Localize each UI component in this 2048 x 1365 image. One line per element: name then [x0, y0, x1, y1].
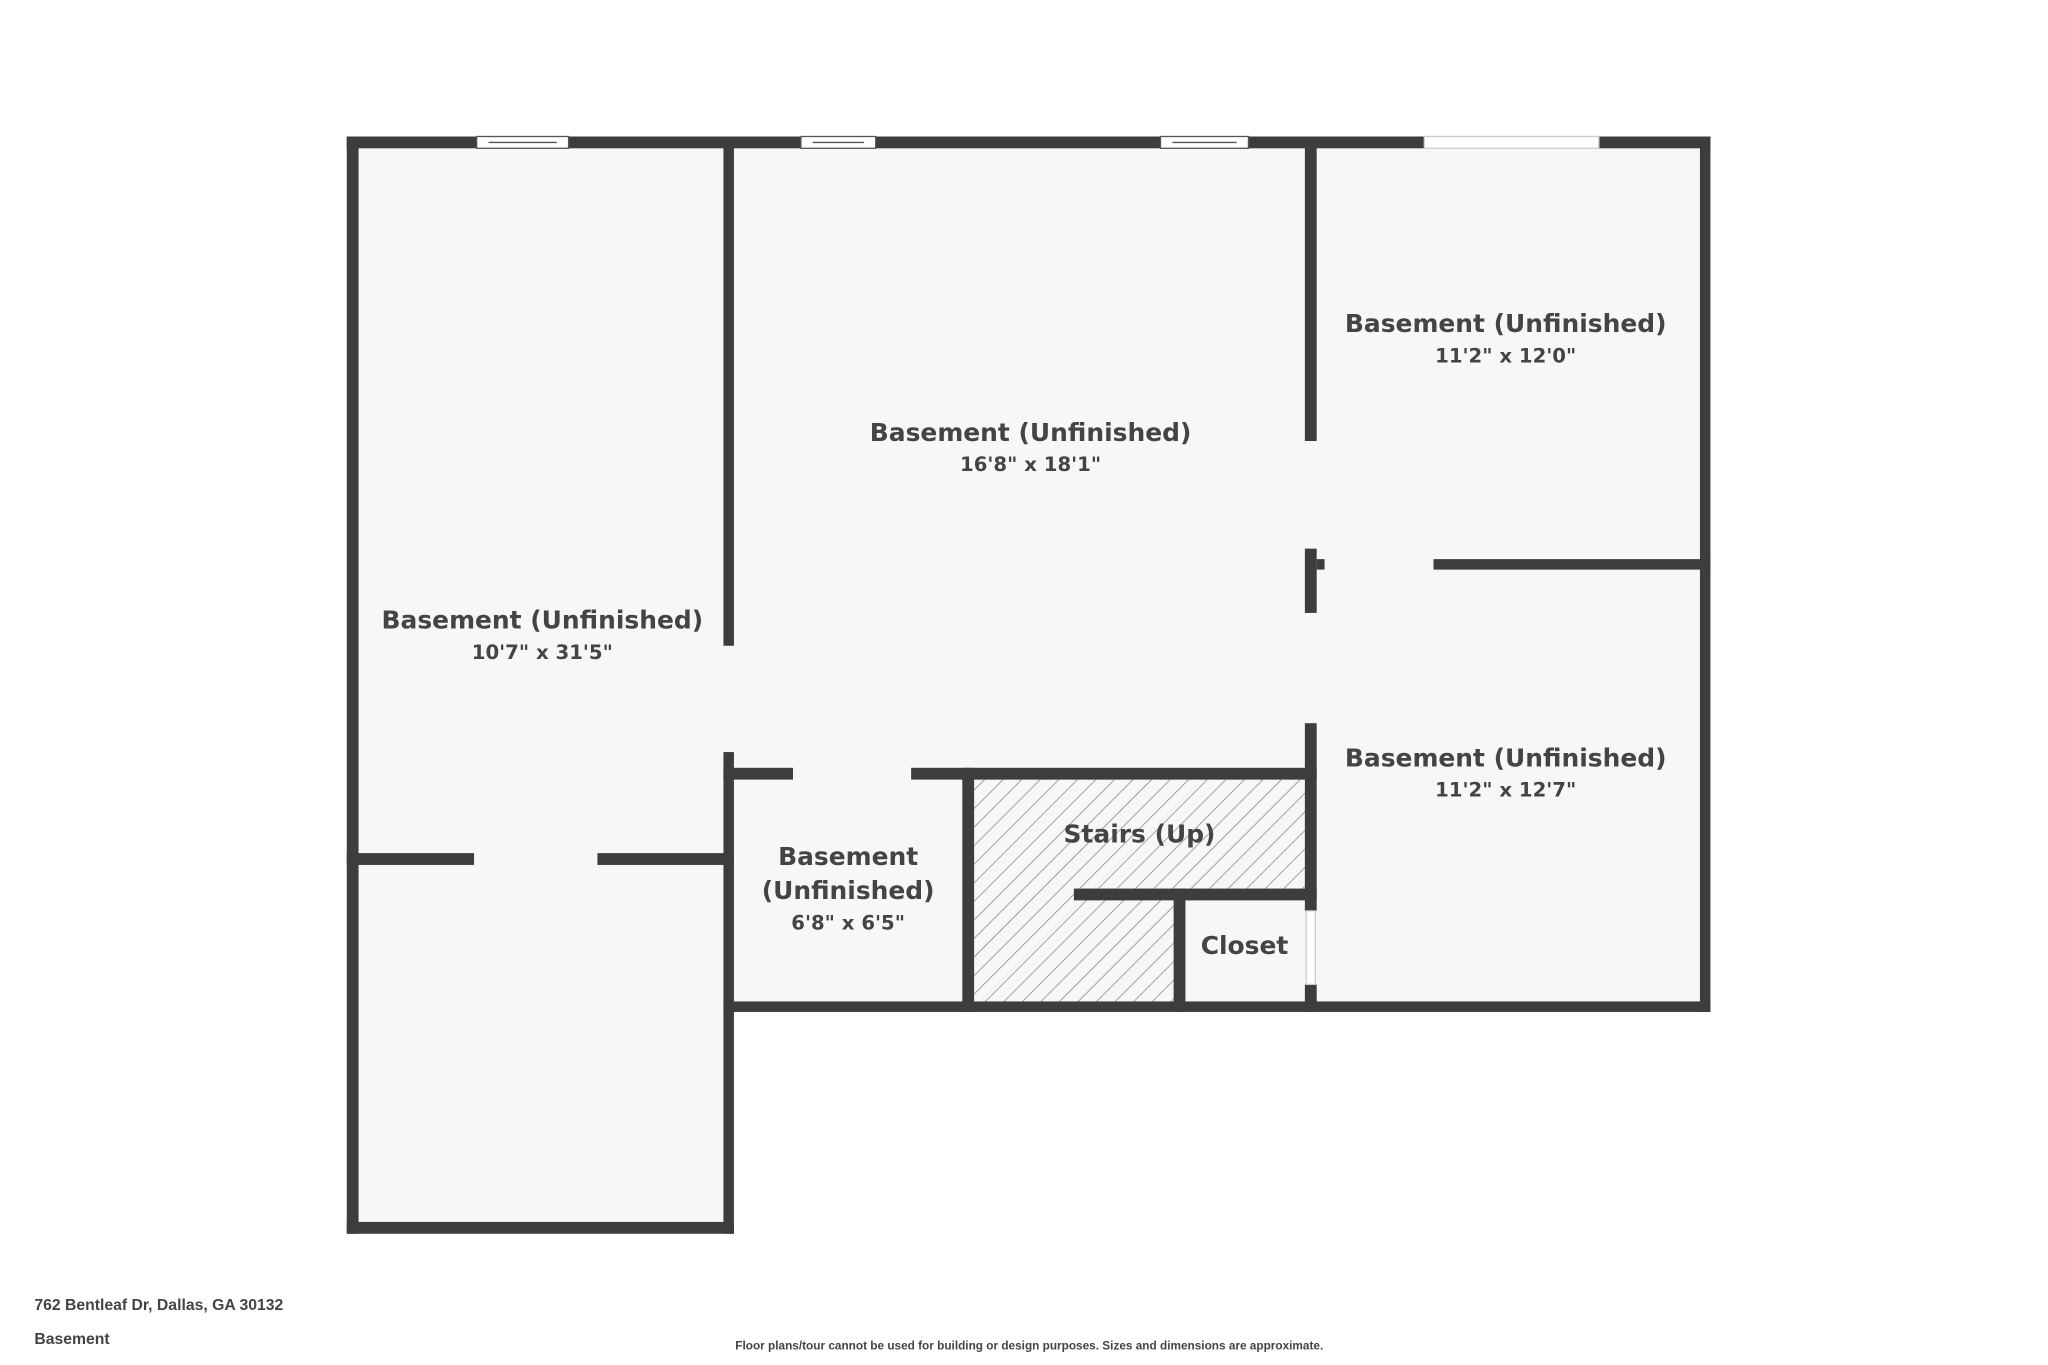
- room-name: Basement (Unfinished): [1345, 744, 1667, 773]
- room-name: Basement (Unfinished): [870, 418, 1192, 447]
- room-name: Basement (Unfinished): [382, 606, 704, 635]
- window: [1159, 135, 1250, 149]
- stairs-hatch: [974, 779, 1317, 889]
- address: 762 Bentleaf Dr, Dallas, GA 30132: [34, 1297, 283, 1314]
- stairs-label: Stairs (Up): [1064, 820, 1216, 849]
- disclaimer: Floor plans/tour cannot be used for buil…: [735, 1338, 1323, 1352]
- room-dims: 10'7" x 31'5": [472, 641, 613, 664]
- window: [800, 135, 877, 149]
- room-name: Basement (Unfinished): [1345, 309, 1667, 338]
- windows: [476, 135, 1600, 149]
- room-small: Basement (Unfinished) 6'8" x 6'5": [762, 842, 935, 934]
- opening: [1423, 135, 1600, 149]
- room-dims: 6'8" x 6'5": [791, 911, 905, 934]
- room-top-right: Basement (Unfinished) 11'2" x 12'0": [1345, 309, 1667, 367]
- window: [476, 135, 570, 149]
- floor-area: [352, 141, 1706, 1229]
- room-bottom-right: Basement (Unfinished) 11'2" x 12'7": [1345, 744, 1667, 802]
- room-dims: 11'2" x 12'0": [1435, 344, 1576, 367]
- room-left: Basement (Unfinished) 10'7" x 31'5": [382, 606, 704, 664]
- room-name: Basement: [778, 842, 918, 871]
- closet-label: Closet: [1201, 931, 1289, 960]
- floor-name: Basement: [34, 1331, 110, 1348]
- room-dims: 16'8" x 18'1": [960, 453, 1101, 476]
- room-dims: 11'2" x 12'7": [1435, 779, 1576, 802]
- walls: [346, 136, 1711, 1234]
- room-center: Basement (Unfinished) 16'8" x 18'1": [870, 418, 1192, 476]
- room-name: (Unfinished): [762, 876, 935, 905]
